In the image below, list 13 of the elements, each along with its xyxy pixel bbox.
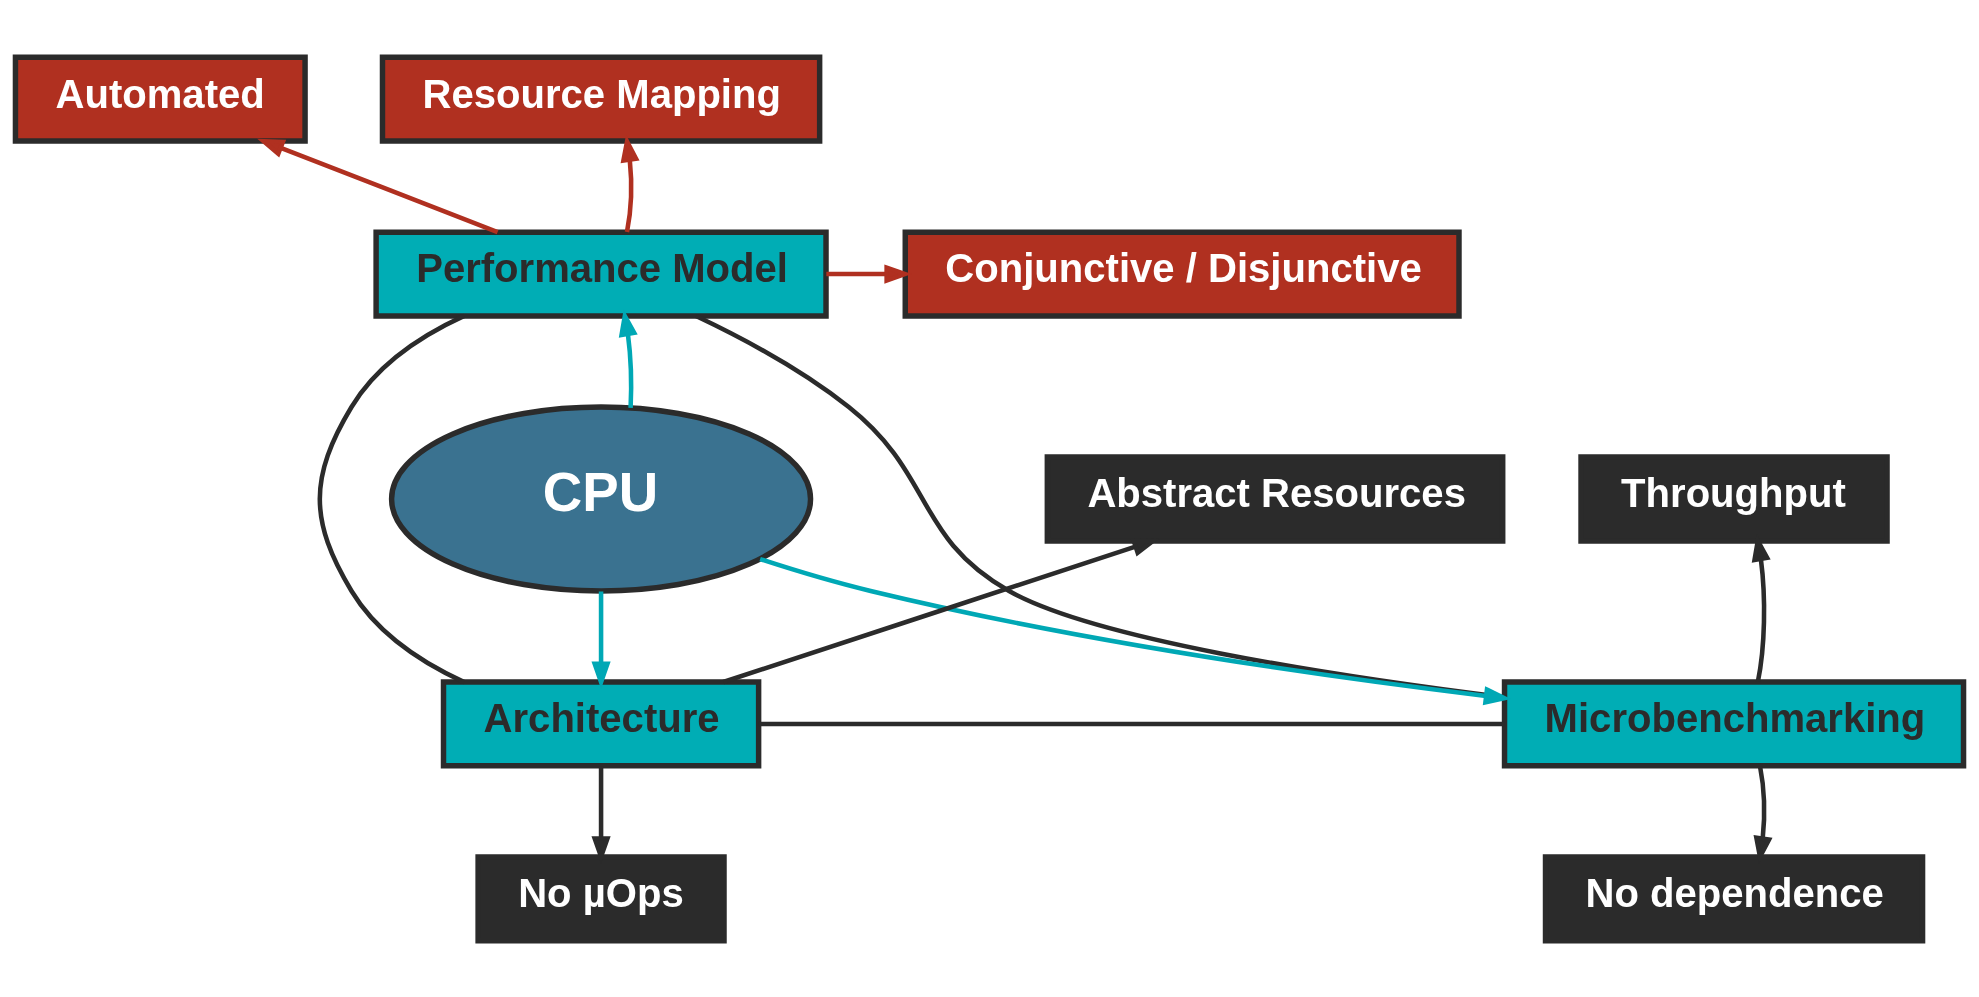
node-box: Automated <box>12 54 308 144</box>
connector <box>758 721 1505 726</box>
node-box: Abstract Resources <box>1044 453 1506 544</box>
node-box: Microbenchmarking <box>1501 678 1967 769</box>
node-box: Resource Mapping <box>379 54 823 144</box>
node-box: No µOps <box>475 853 727 943</box>
node-box: Performance Model <box>373 228 829 319</box>
node-box: Throughput <box>1578 453 1890 544</box>
node-box: Conjunctive / Disjunctive <box>902 228 1462 319</box>
arrow <box>257 138 499 234</box>
node-box: Architecture <box>440 678 762 769</box>
node-ellipse: CPU <box>388 403 814 594</box>
node-box: No dependence <box>1542 853 1926 943</box>
